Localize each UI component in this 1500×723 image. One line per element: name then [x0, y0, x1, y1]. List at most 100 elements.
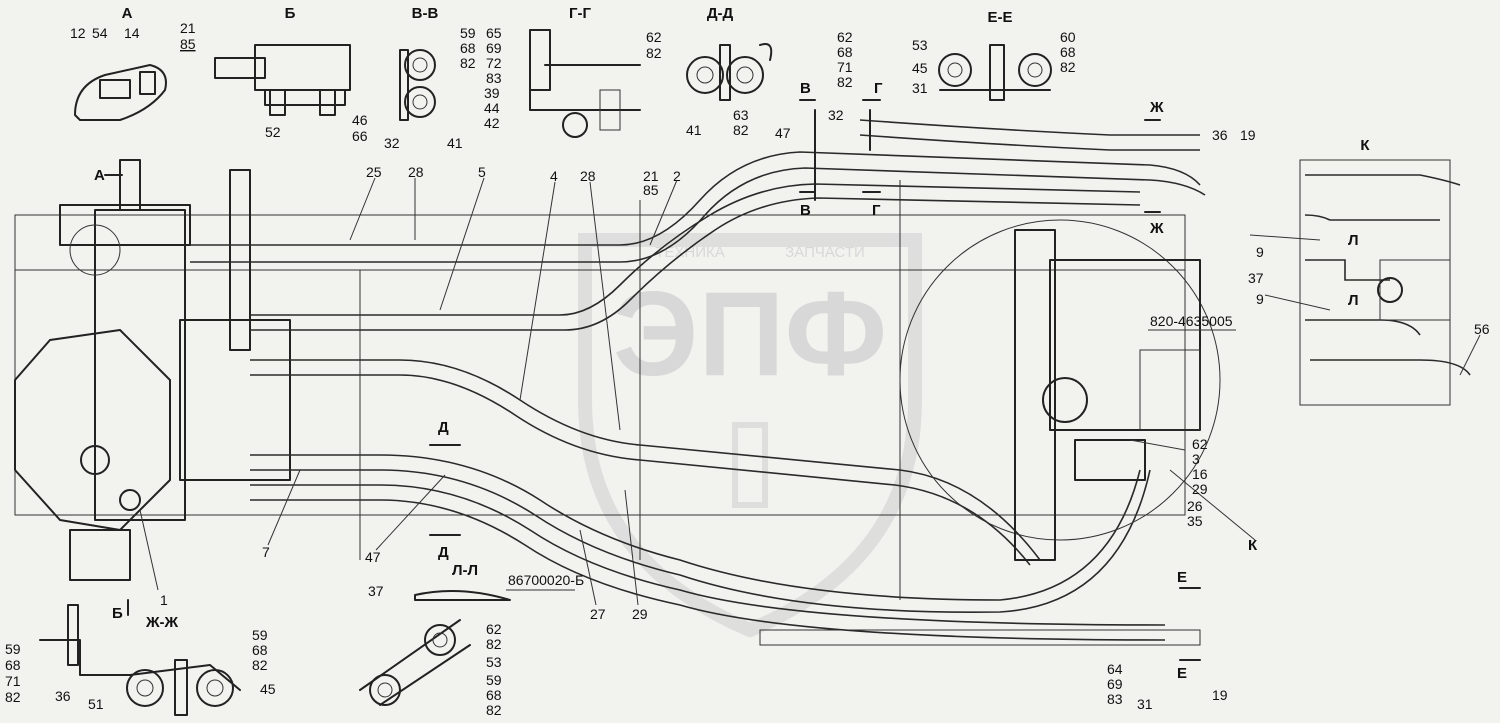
callout-rk: К	[1248, 537, 1258, 554]
callout-r62: 62	[1192, 436, 1208, 452]
callout-e45: 45	[912, 60, 928, 76]
callout-r16: 16	[1192, 466, 1208, 482]
callout-v41: 41	[447, 135, 463, 151]
callout-r35: 35	[1187, 513, 1203, 529]
callout-v32: 32	[384, 135, 400, 151]
arrow-letter-v-bottom: В	[800, 202, 811, 219]
arrow-letter-g-top: Г	[874, 80, 883, 97]
callout-d82: 82	[733, 122, 749, 138]
callout-e53: 53	[912, 37, 928, 53]
rear-axle-detail	[899, 219, 1221, 561]
callout-m82: 82	[837, 74, 853, 90]
callout-d41: 41	[686, 122, 702, 138]
callout-l82b: 82	[486, 702, 502, 718]
callout-zh59: 59	[5, 641, 21, 657]
callout-m68: 68	[837, 44, 853, 60]
callout-ref: 86700020-Б	[508, 572, 584, 588]
callout-v59: 59	[460, 25, 476, 41]
callout-m32: 32	[828, 107, 844, 123]
callout-k9b: 9	[1256, 291, 1264, 307]
callout-g42: 42	[484, 115, 500, 131]
title-section-gg: Г-Г	[569, 5, 591, 22]
callout-a14: 14	[124, 25, 140, 41]
callout-zh51: 51	[88, 696, 104, 712]
callout-a54: 54	[92, 25, 108, 41]
chassis-frame	[14, 180, 1201, 646]
watermark-tower	[732, 422, 768, 508]
part-number-underlines	[506, 329, 1236, 591]
callout-e82: 82	[1060, 59, 1076, 75]
callout-a12: 12	[70, 25, 86, 41]
callout-bot83: 83	[1107, 691, 1123, 707]
callout-e31: 31	[912, 80, 928, 96]
callout-m85: 85	[643, 182, 659, 198]
title-section-b: Б	[285, 5, 296, 22]
title-section-zhzh: Ж-Ж	[145, 614, 179, 631]
callout-m27: 27	[590, 606, 606, 622]
callout-l82: 82	[486, 636, 502, 652]
title-section-dd: Д-Д	[707, 5, 734, 22]
callout-r29: 29	[1192, 481, 1208, 497]
callout-g83: 83	[486, 70, 502, 86]
section-ll-view	[359, 590, 511, 706]
callout-zh82: 82	[5, 689, 21, 705]
callout-b46: 46	[352, 112, 368, 128]
callout-m25: 25	[366, 164, 382, 180]
callout-v82: 82	[460, 55, 476, 71]
section-gg-view	[529, 29, 641, 138]
callout-e68: 68	[1060, 44, 1076, 60]
arrow-letter-d-bottom: Д	[438, 544, 449, 561]
arrow-letter-d-top: Д	[438, 419, 449, 436]
main-pipes	[190, 109, 1206, 641]
callout-d63: 63	[733, 107, 749, 123]
arrow-letter-l-top: Л	[1348, 232, 1359, 249]
arrow-letter-zh-bottom: Ж	[1149, 220, 1164, 237]
leader-lines	[139, 177, 1481, 606]
title-section-ll: Л-Л	[452, 562, 478, 579]
section-titles: А Б В-В Г-Г Д-Д Е-Е К Ж-Ж Л-Л	[122, 5, 1371, 631]
callout-m1: 1	[160, 592, 168, 608]
arrow-letter-l-bottom: Л	[1348, 292, 1359, 309]
callout-k9a: 9	[1256, 244, 1264, 260]
section-a-view	[74, 64, 167, 121]
callout-l62: 62	[486, 621, 502, 637]
pump-assembly	[14, 159, 291, 581]
section-k-view	[1299, 159, 1471, 406]
callout-part-number: 820-4635005	[1150, 313, 1233, 329]
arrow-letter-a: А	[94, 167, 105, 184]
title-section-k: К	[1360, 137, 1370, 154]
arrow-letter-e-top: Е	[1177, 569, 1187, 586]
callout-m7: 7	[262, 544, 270, 560]
callout-m28b: 28	[580, 168, 596, 184]
watermark-text-right: ЗАПЧАСТИ	[785, 244, 865, 261]
section-ee-view	[938, 44, 1052, 101]
callout-m62: 62	[837, 29, 853, 45]
callout-zh45: 45	[260, 681, 276, 697]
callout-v68: 68	[460, 40, 476, 56]
arrow-letter-g-bottom: Г	[872, 202, 881, 219]
title-section-vv: В-В	[412, 5, 439, 22]
callout-l68: 68	[486, 687, 502, 703]
callout-g65: 65	[486, 25, 502, 41]
callout-k56: 56	[1474, 321, 1490, 337]
callout-m2: 2	[673, 168, 681, 184]
callout-k37: 37	[1248, 270, 1264, 286]
callout-bot31: 31	[1137, 696, 1153, 712]
callout-g62: 62	[646, 29, 662, 45]
title-section-a: А	[122, 5, 133, 22]
callout-zh68: 68	[5, 657, 21, 673]
callout-zh68b: 68	[252, 642, 268, 658]
callout-m4: 4	[550, 168, 558, 184]
watermark-text-left: ТЕХНИКА	[655, 244, 725, 261]
callout-a85: 85	[180, 36, 196, 52]
watermark: ЭПФ ТЕХНИКА ЗАПЧАСТИ	[578, 233, 922, 638]
callout-zh82b: 82	[252, 657, 268, 673]
callout-e60: 60	[1060, 29, 1076, 45]
callout-l37: 37	[368, 583, 384, 599]
callout-l53: 53	[486, 654, 502, 670]
callout-zh59b: 59	[252, 627, 268, 643]
arrow-letter-zh-top: Ж	[1149, 99, 1164, 116]
callout-r3: 3	[1192, 451, 1200, 467]
section-zhzh-view	[39, 604, 241, 716]
